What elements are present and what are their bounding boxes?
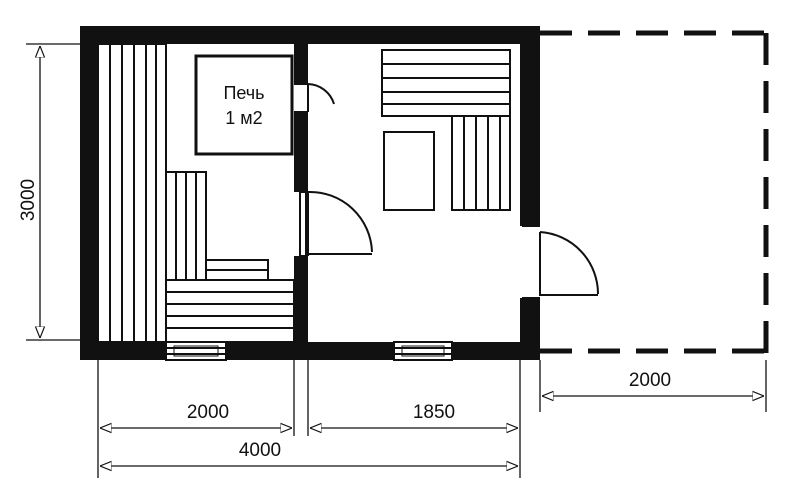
bench-wash-side	[451, 115, 511, 211]
wall-right-upper	[520, 26, 540, 226]
walls	[80, 26, 540, 360]
wall-bottom-2	[226, 342, 394, 360]
terrace-outline	[540, 30, 769, 354]
wall-inner-top	[294, 44, 308, 84]
dim-wash-room-label: 1850	[413, 402, 455, 423]
bench-middle	[165, 171, 207, 281]
wall-inner-mid	[294, 112, 308, 192]
door-internal	[296, 189, 373, 259]
stove: Печь 1 м2	[194, 54, 294, 156]
window-left	[165, 341, 227, 361]
dim-total-label: 4000	[239, 440, 281, 461]
door-exterior	[522, 225, 600, 299]
wall-left	[80, 26, 98, 360]
wall-inner-bottom	[294, 256, 308, 342]
table	[383, 131, 435, 211]
bench-vertical	[97, 43, 167, 343]
wall-right-lower	[520, 298, 540, 360]
wall-top	[80, 26, 540, 44]
window-right	[393, 341, 453, 361]
door-stove-access	[294, 83, 335, 113]
stove-label-line2: 1 м2	[225, 108, 262, 128]
bench-horizontal	[165, 279, 295, 343]
dim-terrace-label: 2000	[629, 370, 671, 391]
dimension-lines	[26, 43, 767, 478]
bench-wash-top	[381, 49, 511, 117]
wall-bottom-3	[452, 342, 540, 360]
stove-label-line1: Печь	[223, 83, 264, 103]
dim-steam-room-label: 2000	[187, 402, 229, 423]
bench-step	[205, 259, 269, 281]
wall-bottom-1	[80, 342, 166, 360]
dim-height-label: 3000	[18, 179, 39, 221]
